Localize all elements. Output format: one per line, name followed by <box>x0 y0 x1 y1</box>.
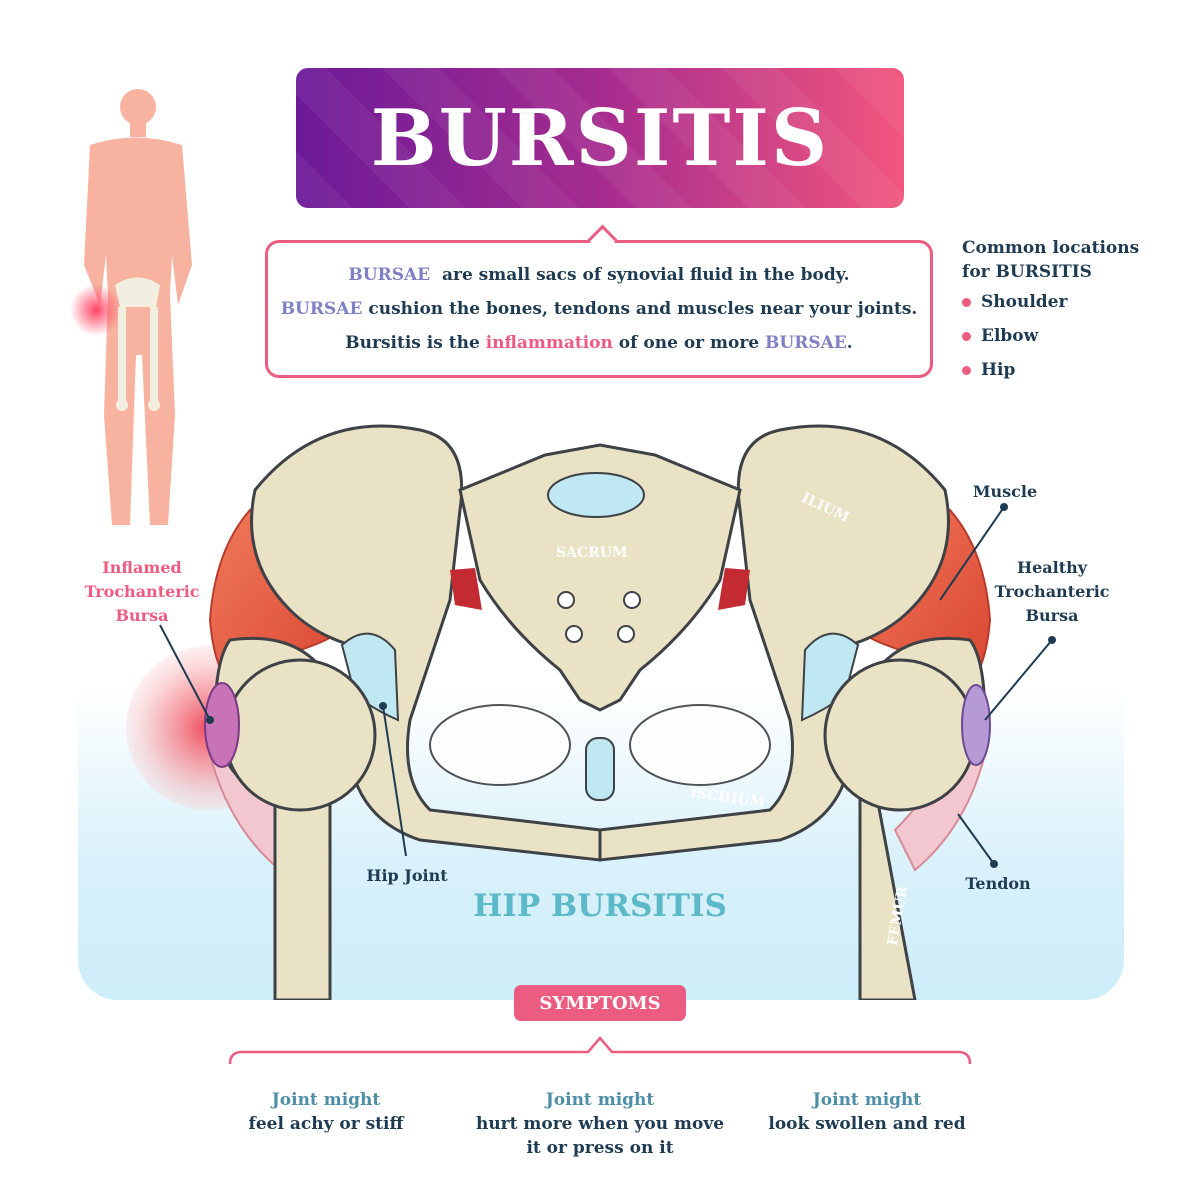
inflammation-highlight: inflammation <box>485 333 613 353</box>
bullet-icon <box>962 365 971 375</box>
description-line-2: BURSAE cushion the bones, tendons and mu… <box>268 299 930 319</box>
symptom-achy: Joint might feel achy or stiff <box>248 1090 404 1134</box>
location-item-hip: Hip <box>962 360 1015 380</box>
right-ilium <box>598 424 950 862</box>
symptoms-bracket <box>228 1036 972 1065</box>
tendon-label: Tendon <box>965 874 1031 893</box>
symptom-hurt: Joint might hurt more when you move it o… <box>475 1090 725 1158</box>
description-line-1: BURSAE are small sacs of synovial fluid … <box>268 265 930 285</box>
muscle-label: Muscle <box>972 482 1038 501</box>
bursae-highlight: BURSAE <box>348 265 431 285</box>
description-text: cushion the bones, tendons and muscles n… <box>362 299 918 319</box>
symptom-swollen: Joint might look swollen and red <box>768 1090 966 1134</box>
description-box: BURSAE are small sacs of synovial fluid … <box>265 224 933 378</box>
pelvis-illustration <box>126 424 1056 1000</box>
location-item-elbow: Elbow <box>962 326 1038 346</box>
locations-title: Common locations for BURSITIS <box>962 236 1139 284</box>
description-text: Bursitis is the <box>345 333 486 353</box>
inflamed-bursa <box>204 682 240 768</box>
bursae-highlight: BURSAE <box>765 333 847 353</box>
healthy-bursa-label: Healthy Trochanteric Bursa <box>994 558 1110 625</box>
locations-title-line-2: for BURSITIS <box>962 262 1092 282</box>
sacrum-label: SACRUM <box>556 545 628 561</box>
description-text: of one or more <box>612 333 766 353</box>
hip-joint-label: Hip Joint <box>366 866 448 885</box>
page-title: BURSITIS <box>370 92 830 184</box>
body-silhouette-illustration <box>70 89 192 525</box>
left-ilium <box>250 424 602 862</box>
symptoms-title: SYMPTOMS <box>514 985 686 1021</box>
description-line-3: Bursitis is the inflammation of one or m… <box>268 333 930 353</box>
sacrum-bone <box>458 443 742 712</box>
healthy-bursa <box>961 684 991 766</box>
bullet-icon <box>962 331 971 341</box>
description-text: are small sacs of synovial fluid in the … <box>430 265 850 285</box>
section-title: HIP BURSITIS <box>473 888 727 924</box>
locations-title-line-1: Common locations <box>962 238 1140 258</box>
description-text: . <box>846 333 853 353</box>
bullet-icon <box>962 297 971 307</box>
title-banner: BURSITIS <box>296 68 904 208</box>
inflamed-bursa-label: Inflamed Trochanteric Bursa <box>84 558 200 625</box>
location-item-shoulder: Shoulder <box>962 292 1067 312</box>
bursae-highlight: BURSAE <box>280 299 363 319</box>
